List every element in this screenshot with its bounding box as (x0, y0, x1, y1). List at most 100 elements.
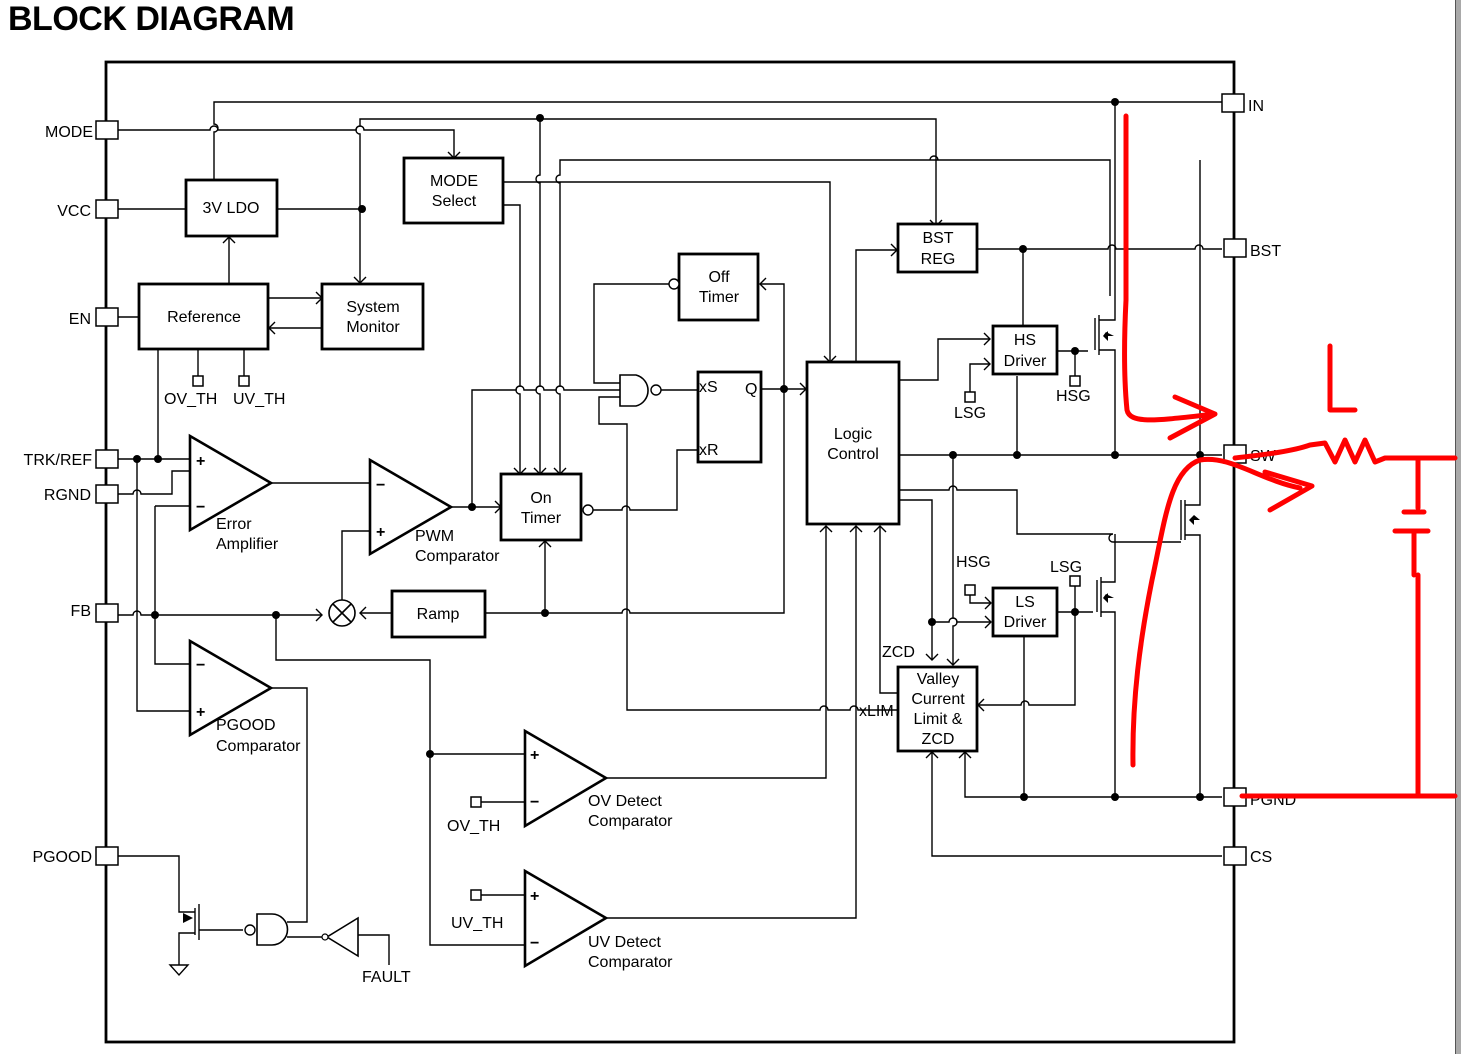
block-mode-select: MODE Select (402, 156, 505, 225)
pins-left: MODE VCC EN TRK/REF RGND FB PGOOD (24, 120, 119, 866)
lsg-label: LSG (1050, 559, 1082, 576)
pin-bst: BST (1250, 243, 1281, 260)
svg-text:Select: Select (432, 193, 477, 210)
svg-text:Control: Control (827, 446, 879, 463)
pin-en: EN (69, 311, 91, 328)
svg-text:Driver: Driver (1004, 353, 1047, 370)
zcd-label: ZCD (882, 644, 915, 661)
svg-text:−: − (196, 499, 205, 516)
pin-fb: FB (71, 603, 91, 620)
svg-text:−: − (530, 935, 539, 952)
pwm-comparator: − + PWM Comparator (368, 457, 500, 565)
pin-vcc: VCC (57, 203, 91, 220)
ov-th-label: OV_TH (447, 818, 500, 835)
ov-th-ref-label: OV_TH (164, 391, 217, 408)
current-path-low-side (1130, 456, 1315, 768)
svg-text:OV Detect: OV Detect (588, 793, 662, 810)
svg-text:Comparator: Comparator (588, 813, 673, 830)
svg-text:Monitor: Monitor (346, 319, 400, 336)
block-system-monitor: System Monitor (320, 282, 425, 351)
svg-text:3V LDO: 3V LDO (203, 200, 260, 217)
nand-gate (619, 374, 662, 407)
error-amplifier: + − Error Amplifier (188, 433, 279, 553)
svg-text:ZCD: ZCD (922, 731, 955, 748)
uv-th-label: UV_TH (451, 915, 503, 932)
pgood-comparator: − + PGOOD Comparator (188, 638, 301, 755)
block-on-timer: On Timer (499, 472, 594, 542)
svg-text:LS: LS (1015, 594, 1035, 611)
scrollbar[interactable] (1455, 0, 1461, 1054)
hsg-ls-label: HSG (956, 554, 991, 571)
uv-th-ref-label: UV_TH (233, 391, 285, 408)
block-reference: Reference (137, 282, 270, 351)
block-ramp: Ramp (390, 589, 487, 639)
block-valley-current-limit: Valley Current Limit & ZCD (896, 665, 979, 753)
pin-trk-ref: TRK/REF (24, 452, 93, 469)
svg-text:Limit &: Limit & (914, 711, 963, 728)
svg-text:+: + (196, 704, 205, 721)
block-ls-driver: LS Driver (991, 586, 1059, 638)
svg-text:On: On (530, 490, 551, 507)
pin-mode: MODE (45, 124, 93, 141)
pin-cs: CS (1250, 849, 1272, 866)
svg-text:BST: BST (922, 230, 953, 247)
svg-text:UV Detect: UV Detect (588, 934, 661, 951)
svg-text:MODE: MODE (430, 173, 478, 190)
svg-text:+: + (196, 453, 205, 470)
block-bst-reg: BST REG (896, 222, 979, 274)
uv-detect-comparator: + − UV Detect Comparator (523, 868, 673, 971)
svg-text:Reference: Reference (167, 309, 241, 326)
pin-rgnd: RGND (44, 487, 91, 504)
svg-text:Q: Q (745, 381, 757, 398)
block-sr-latch: xS xR Q (696, 370, 763, 464)
capacitor-symbol (1392, 455, 1431, 798)
red-annotation (1122, 113, 1458, 799)
svg-text:PGOOD: PGOOD (216, 717, 276, 734)
svg-text:Off: Off (708, 269, 730, 286)
multiplier-symbol (328, 599, 356, 627)
svg-text:HS: HS (1014, 332, 1036, 349)
chip-outline (104, 60, 1236, 1044)
svg-text:Comparator: Comparator (415, 548, 500, 565)
xlim-label: xLIM (859, 703, 894, 720)
svg-text:Valley: Valley (917, 671, 959, 688)
svg-text:Amplifier: Amplifier (216, 536, 279, 553)
svg-text:PWM: PWM (415, 528, 454, 545)
svg-text:System: System (346, 299, 399, 316)
svg-text:+: + (530, 747, 539, 764)
svg-text:xS: xS (699, 379, 718, 396)
pin-in: IN (1248, 98, 1264, 115)
svg-text:Comparator: Comparator (216, 738, 301, 755)
svg-text:Timer: Timer (521, 510, 562, 527)
block-hs-driver: HS Driver (991, 324, 1059, 376)
svg-text:Driver: Driver (1004, 614, 1047, 631)
svg-text:+: + (376, 524, 385, 541)
svg-text:+: + (530, 888, 539, 905)
fault-inverter (321, 916, 359, 958)
inductor-symbol (1232, 437, 1458, 465)
svg-text:Timer: Timer (699, 289, 740, 306)
svg-text:Current: Current (911, 691, 965, 708)
lsg-hs-label: LSG (954, 405, 986, 422)
current-path-high-side (1122, 113, 1218, 441)
svg-text:Logic: Logic (834, 426, 872, 443)
svg-text:Ramp: Ramp (417, 606, 460, 623)
fault-label: FAULT (362, 969, 411, 986)
svg-text:−: − (196, 657, 205, 674)
block-off-timer: Off Timer (668, 252, 760, 322)
ov-detect-comparator: + − OV Detect Comparator (523, 728, 673, 830)
svg-text:Comparator: Comparator (588, 954, 673, 971)
block-3v-ldo: 3V LDO (184, 178, 279, 238)
svg-text:−: − (376, 477, 385, 494)
inductor-label-glyph (1327, 343, 1358, 413)
hsg-label: HSG (1056, 388, 1091, 405)
wires (118, 98, 1222, 977)
diagram-title: BLOCK DIAGRAM (8, 0, 295, 38)
svg-text:xR: xR (699, 442, 719, 459)
svg-text:REG: REG (921, 251, 956, 268)
block-logic-control: Logic Control (805, 360, 901, 526)
signal-labels: OV_TH UV_TH OV_TH UV_TH LSG HSG HSG LSG … (164, 375, 1091, 986)
pin-pgood: PGOOD (32, 849, 92, 866)
svg-text:−: − (530, 794, 539, 811)
